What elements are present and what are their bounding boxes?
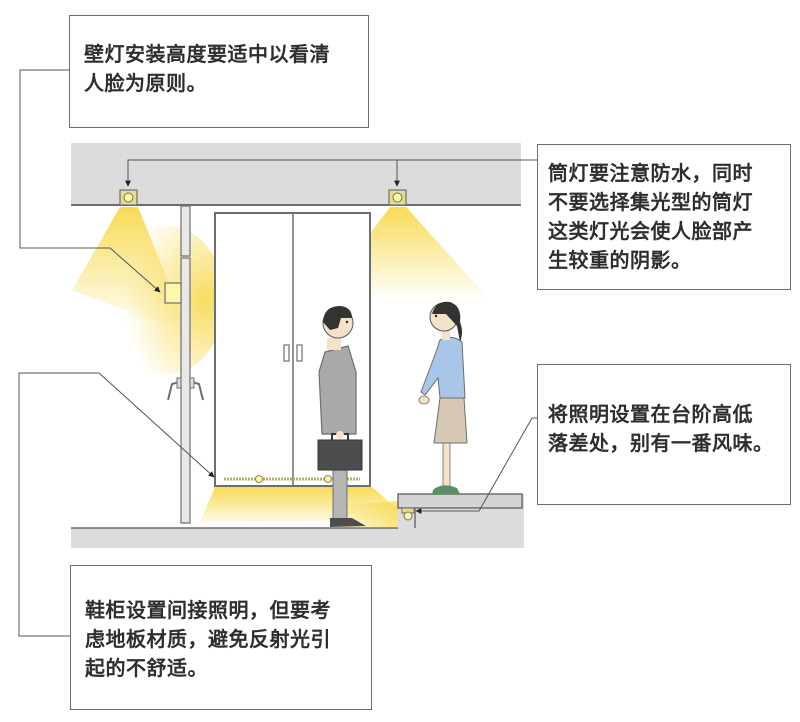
callout-line: 虑地板材质，避免反射光引 <box>85 627 331 651</box>
led-strip <box>224 475 360 483</box>
callout-line: 这类灯光会使人脸部产 <box>548 219 753 243</box>
callout-wall-lamp: 壁灯安装高度要适中以看清 人脸为原则。 <box>69 15 369 128</box>
leader-wall-lamp <box>19 69 161 293</box>
downlight-left <box>119 189 138 206</box>
door-handle-icon <box>167 377 204 401</box>
callout-line: 不要选择集光型的筒灯 <box>548 190 753 214</box>
callout-line: 壁灯安装高度要适中以看清 <box>84 42 330 66</box>
callout-line: 落差处，别有一番风味。 <box>548 430 774 455</box>
callout-line: 筒灯要注意防水，同时 <box>548 161 753 185</box>
callout-line: 生较重的阴影。 <box>548 248 692 272</box>
callout-downlight: 筒灯要注意防水，同时 不要选择集光型的筒灯 这类灯光会使人脸部产 生较重的阴影。 <box>537 144 791 290</box>
leader-downlights <box>125 159 537 187</box>
downlight-right <box>388 189 407 206</box>
wall-lamp <box>164 282 182 304</box>
man-figure <box>317 306 366 527</box>
door-frame <box>180 205 191 524</box>
entry-step <box>397 493 524 548</box>
callout-line: 鞋柜设置间接照明，但要考 <box>85 598 331 622</box>
woman-figure <box>418 301 468 495</box>
leader-shoe-cabinet <box>18 372 215 637</box>
leader-step-light <box>415 417 537 514</box>
step-light-glow <box>340 500 415 527</box>
step-light <box>401 507 415 521</box>
callout-line: 人脸为原则。 <box>84 71 207 95</box>
callout-shoe-cabinet: 鞋柜设置间接照明，但要考 虑地板材质，避免反射光引 起的不舒适。 <box>70 565 372 710</box>
callout-step-light: 将照明设置在台阶高低 落差处，别有一番风味。 <box>537 364 791 505</box>
callout-line: 起的不舒适。 <box>85 656 208 680</box>
callout-line: 将照明设置在台阶高低 <box>548 401 753 426</box>
ceiling-slab <box>71 143 521 206</box>
